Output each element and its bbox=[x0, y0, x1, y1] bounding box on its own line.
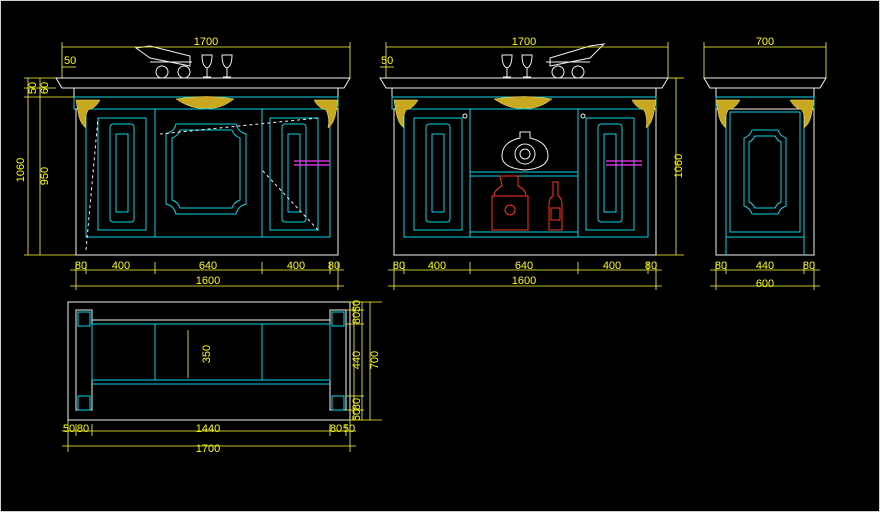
carved-bracket-icon bbox=[789, 99, 815, 129]
carved-bracket-icon bbox=[75, 99, 101, 129]
dim-total-height: 1060 bbox=[673, 154, 685, 178]
dim-depth-c: 80 bbox=[351, 398, 363, 410]
dim-body-width: 1600 bbox=[512, 275, 536, 287]
wine-glass-icon bbox=[201, 54, 213, 78]
front-elevation-right: 1700 50 1060 80 400 640 400 80 1600 bbox=[379, 36, 685, 290]
carved-bracket-icon bbox=[313, 99, 339, 129]
liquor-box-icon bbox=[491, 175, 529, 231]
dim-center: 640 bbox=[515, 260, 533, 272]
dim-body-width: 1600 bbox=[196, 275, 220, 287]
dim-total-height: 1060 bbox=[15, 158, 27, 182]
dim-depth-b: 80 bbox=[351, 312, 363, 324]
dim-top-width: 700 bbox=[756, 36, 774, 48]
dim-door-left: 400 bbox=[428, 260, 446, 272]
dim-top-width: 1700 bbox=[512, 36, 536, 48]
carved-bracket-icon bbox=[631, 99, 657, 129]
dim-width-c: 80 bbox=[330, 423, 342, 435]
dim-width-b: 80 bbox=[77, 423, 89, 435]
dim-body-width: 600 bbox=[756, 278, 774, 290]
dim-post-left: 80 bbox=[715, 260, 727, 272]
front-elevation-left: 1700 50 50 60 1060 950 80 400 640 400 80… bbox=[15, 36, 351, 290]
dim-depth-mid: 440 bbox=[351, 351, 363, 369]
dim-top-height: 50 bbox=[27, 82, 39, 94]
dim-post-right: 80 bbox=[328, 260, 340, 272]
wine-glass-icon bbox=[521, 54, 533, 78]
plan-view: 350 50 80 440 80 50 700 50 80 1440 80 50… bbox=[62, 300, 382, 455]
dim-inner-depth: 350 bbox=[201, 345, 213, 363]
wine-bottle-icon bbox=[548, 181, 563, 231]
dim-door-right: 400 bbox=[287, 260, 305, 272]
dim-post-left: 80 bbox=[75, 260, 87, 272]
dim-body-height: 950 bbox=[39, 167, 51, 185]
dim-depth-d: 50 bbox=[351, 409, 363, 421]
dim-overhang: 50 bbox=[64, 55, 76, 67]
dim-width-d: 50 bbox=[343, 423, 355, 435]
side-elevation: 700 80 440 80 600 bbox=[703, 36, 827, 290]
wine-bottle-icon bbox=[134, 45, 192, 79]
wine-bottle-icon bbox=[546, 43, 606, 79]
carved-bracket-icon bbox=[493, 96, 553, 109]
dim-depth-total: 700 bbox=[369, 351, 381, 369]
dim-door-right: 400 bbox=[603, 260, 621, 272]
decanter-icon bbox=[501, 131, 549, 171]
carved-bracket-icon bbox=[715, 99, 741, 129]
dim-overhang: 50 bbox=[381, 55, 393, 67]
dim-top-width: 1700 bbox=[194, 36, 218, 48]
dim-band-height: 60 bbox=[39, 82, 51, 94]
dim-post-right: 80 bbox=[645, 260, 657, 272]
carved-bracket-icon bbox=[393, 99, 419, 129]
dim-post-left: 80 bbox=[393, 260, 405, 272]
dim-panel: 440 bbox=[756, 260, 774, 272]
dim-post-right: 80 bbox=[803, 260, 815, 272]
dim-depth-a: 50 bbox=[351, 300, 363, 312]
dim-center: 640 bbox=[199, 260, 217, 272]
dim-door-left: 400 bbox=[112, 260, 130, 272]
dim-width-total: 1700 bbox=[196, 443, 220, 455]
carved-bracket-icon bbox=[175, 96, 235, 109]
wine-glass-icon bbox=[221, 54, 233, 78]
dim-width-a: 50 bbox=[63, 423, 75, 435]
wine-glass-icon bbox=[501, 54, 513, 78]
dim-width-mid: 1440 bbox=[196, 423, 220, 435]
